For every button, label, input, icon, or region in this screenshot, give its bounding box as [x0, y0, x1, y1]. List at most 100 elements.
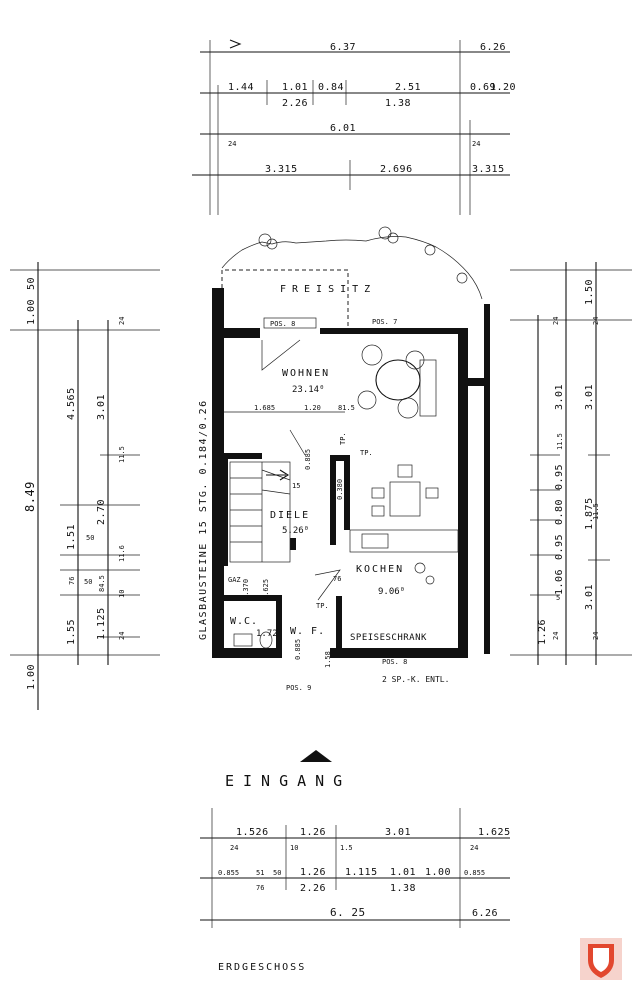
- room-diele-area: 5.26⁰: [282, 526, 309, 536]
- top-dim-2-696: 2.696: [380, 164, 413, 175]
- room-wc-label: W.C.: [230, 616, 258, 627]
- terrace-label: FREISITZ: [280, 284, 376, 295]
- left-dim-1-55: 1.55: [66, 619, 77, 645]
- interior-walls: [222, 453, 350, 654]
- left-dim-11-5: 11.5: [118, 446, 126, 463]
- dim-1-370: 1.370: [242, 579, 250, 600]
- room-diele-label: DIELE: [270, 510, 310, 521]
- bottom-dim-1-625: 1.625: [478, 827, 511, 838]
- top-dim-24-left: 24: [228, 140, 236, 148]
- stair-note: GLASBAUSTEINE 15 STG. 0.184/0.26: [198, 399, 209, 640]
- dim-76: 76: [333, 575, 341, 583]
- room-speise-label: SPEISESCHRANK: [350, 633, 427, 643]
- right-dim-3-01-upper: 3.01: [584, 384, 595, 410]
- dim-1-20: 1.20: [304, 404, 321, 412]
- bottom-dim-0-855-a: 0.855: [218, 869, 239, 877]
- right-dim-5: 5: [556, 594, 560, 602]
- left-dim-24-bottom: 24: [118, 632, 126, 640]
- room-kochen-area: 9.06⁰: [378, 587, 405, 597]
- pos-8-bottom: POS. 8: [382, 658, 407, 666]
- right-dim-0-95-b: 0.95: [554, 534, 565, 560]
- bottom-dim-1-26: 1.26: [300, 827, 326, 838]
- left-dim-2-70: 2.70: [96, 499, 107, 525]
- right-dim-1-26: 1.26: [537, 619, 548, 645]
- dim-0-885: 0.885: [304, 449, 312, 470]
- bottom-dim-24-b: 24: [470, 844, 478, 852]
- bottom-dim-6-25: 6. 25: [330, 906, 366, 919]
- bottom-dim-6-26: 6.26: [472, 908, 498, 919]
- dim-1-685: 1.685: [254, 404, 275, 412]
- right-dim-11-5-b: 11.5: [592, 503, 600, 520]
- right-dim-1-875: 1.875: [584, 497, 595, 530]
- chimney-note: 2 SP.-K. ENTL.: [382, 675, 449, 684]
- bottom-dim-1-526: 1.526: [236, 827, 269, 838]
- plant-icon: [258, 226, 468, 284]
- dim-81-5: 81.5: [338, 404, 355, 412]
- left-dim-84-5: 84.5: [98, 575, 106, 592]
- right-dim-24-a: 24: [552, 317, 560, 325]
- bottom-dim-1-5: 1.5: [340, 844, 353, 852]
- tp-2: TP.: [360, 449, 373, 457]
- left-dim-1-00-bottom: 1.00: [26, 664, 37, 690]
- left-dim-1-125: 1.125: [96, 607, 107, 640]
- top-dim-2-26: 2.26: [282, 98, 308, 109]
- terrace-area: FREISITZ: [221, 226, 483, 330]
- left-dim-8-49: 8.49: [23, 481, 37, 512]
- drawing-caption: ERDGESCHOSS: [218, 962, 306, 973]
- left-dim-50-low: 50: [84, 578, 92, 586]
- room-wohnen-area: 23.14⁰: [292, 385, 325, 395]
- room-kochen-label: KOCHEN: [356, 564, 404, 575]
- staircase: 15: [229, 461, 300, 563]
- left-dim-50-mid: 50: [86, 534, 94, 542]
- right-dim-1-06: 1.06: [554, 569, 565, 595]
- top-dim-1-38: 1.38: [385, 98, 411, 109]
- top-dim-6-01: 6.01: [330, 123, 356, 134]
- top-dim-6-26: 6.26: [480, 42, 506, 53]
- right-dim-24-d: 24: [592, 632, 600, 640]
- dim-0-380: 0.380: [336, 479, 344, 500]
- top-dim-0-84: 0.84: [318, 82, 344, 93]
- room-gas-label: GAZ: [228, 576, 241, 584]
- left-dim-1-00-top: 1.00: [26, 299, 37, 325]
- bottom-dim-76: 76: [256, 884, 264, 892]
- right-dim-3-01-inner: 3.01: [554, 384, 565, 410]
- dim-1-58: 1.58: [324, 651, 332, 668]
- shield-logo-icon: [580, 938, 622, 980]
- bottom-dim-1-115: 1.115: [345, 867, 378, 878]
- bottom-dim-51: 51: [256, 869, 264, 877]
- top-dimension-chains: 6.37 6.26 1.44 1.01 0.84 2.51 0.69 1.20 …: [192, 39, 516, 215]
- right-dim-24-b: 24: [592, 317, 600, 325]
- bottom-dim-1-26-b: 1.26: [300, 867, 326, 878]
- bottom-dim-0-855-b: 0.855: [464, 869, 485, 877]
- bottom-dim-1-00: 1.00: [425, 867, 451, 878]
- pos-8-top: POS. 8: [270, 320, 295, 328]
- stair-count: 15: [292, 482, 300, 490]
- right-dim-0-80: 0.80: [554, 499, 565, 525]
- pos-7: POS. 7: [372, 318, 397, 326]
- top-dim-3-315-b: 3.315: [472, 164, 505, 175]
- bottom-dim-10: 10: [290, 844, 298, 852]
- right-dim-11-5-a: 11.5: [556, 433, 564, 450]
- dim-0-885-b: 0.885: [294, 639, 302, 660]
- right-dim-1-50: 1.50: [584, 279, 595, 305]
- left-dim-76: 76: [68, 577, 76, 585]
- furniture: [233, 344, 459, 649]
- top-dim-3-315-a: 3.315: [265, 164, 298, 175]
- bottom-dim-50: 50: [273, 869, 281, 877]
- bottom-dim-24-a: 24: [230, 844, 238, 852]
- bottom-dim-1-01: 1.01: [390, 867, 416, 878]
- left-dim-3-01: 3.01: [96, 394, 107, 420]
- bottom-dim-3-01: 3.01: [385, 827, 411, 838]
- bottom-dim-1-38: 1.38: [390, 883, 416, 894]
- left-dim-4-565: 4.565: [66, 387, 77, 420]
- top-dim-1-01: 1.01: [282, 82, 308, 93]
- right-dim-3-01-lower: 3.01: [584, 584, 595, 610]
- pos-9: POS. 9: [286, 684, 311, 692]
- top-dim-2-51: 2.51: [395, 82, 421, 93]
- left-dim-50: 50: [26, 277, 37, 290]
- bottom-dimension-chains: 1.526 1.26 3.01 1.625 24 10 1.5 24 0.855…: [200, 808, 511, 928]
- tp-1: TP.: [339, 432, 347, 445]
- left-dim-24-top: 24: [118, 317, 126, 325]
- top-dim-0-69: 0.69: [470, 82, 496, 93]
